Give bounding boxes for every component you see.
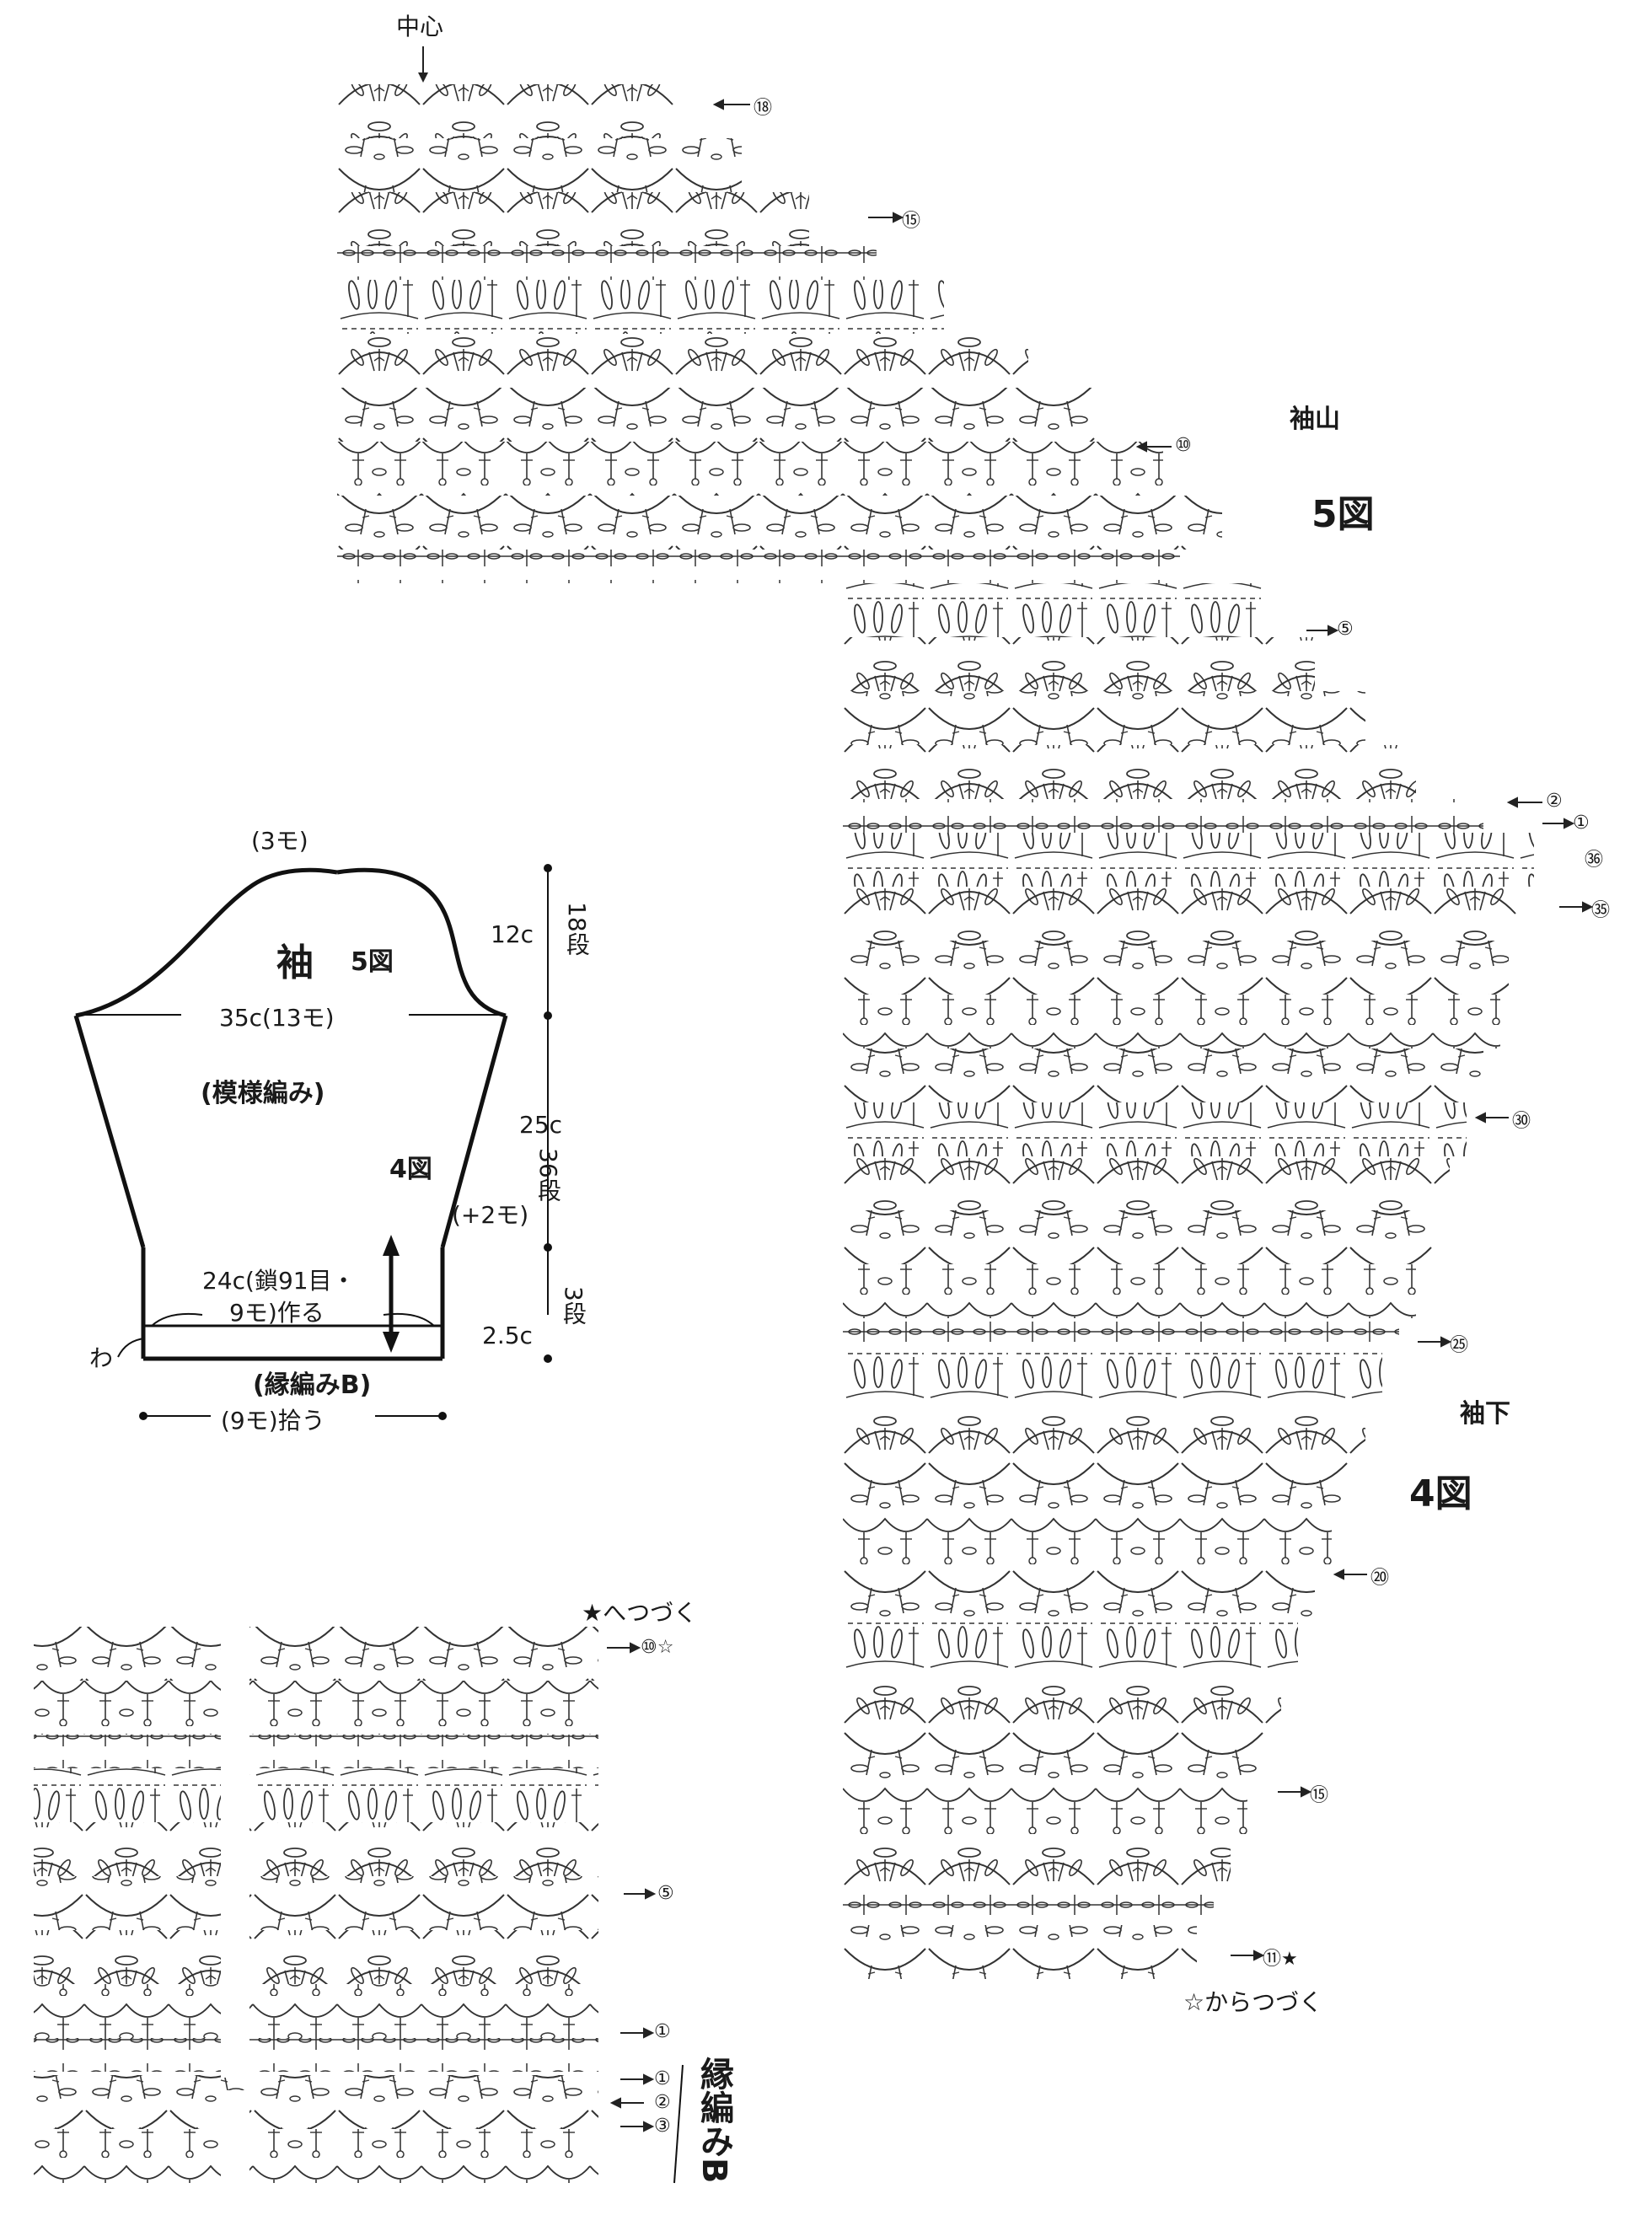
row-marker-2: ②	[1546, 791, 1563, 812]
border-b-label: 縁編みB	[695, 2057, 733, 2184]
row-marker-1: ①	[1573, 813, 1590, 834]
bottom-row-marker-10: ⑩☆	[641, 1637, 674, 1658]
sleeve-cap-label: 袖山	[1290, 405, 1340, 434]
border-height: 2.5c	[482, 1322, 533, 1349]
row-marker-11-star: ⑪★	[1263, 1949, 1298, 1970]
row-marker-25: ㉕	[1450, 1335, 1469, 1356]
row-marker-15b: ⑮	[1310, 1785, 1329, 1806]
underarm-figure: 4図	[1409, 1472, 1472, 1515]
ring-label: わ	[89, 1344, 114, 1372]
body-figure-ref: 4図	[389, 1155, 432, 1184]
continue-to-note: ★へつづく	[582, 1599, 698, 1627]
border-row-marker-1: ①	[654, 2068, 671, 2089]
cap-rows: 18段	[563, 902, 591, 956]
cap-height: 12c	[491, 920, 534, 948]
top-width-label: (3モ)	[251, 827, 308, 855]
body-rows: 36段	[534, 1148, 562, 1202]
row-marker-35: ㉟	[1591, 900, 1611, 921]
border-row-marker-2: ②	[654, 2092, 671, 2113]
cap-figure-ref: 5図	[351, 947, 394, 977]
row-marker-36: ㊱	[1585, 850, 1604, 871]
sleeve-schematic	[73, 864, 552, 1420]
pickup-label: (9モ)拾う	[221, 1407, 325, 1435]
sleeve-cap-figure: 5図	[1311, 493, 1375, 536]
sleeve-cap-chart	[337, 46, 1483, 833]
row-marker-arrows	[712, 99, 1594, 1961]
bottom-chart	[34, 1622, 684, 2184]
row-marker-10: ⑩	[1175, 435, 1192, 456]
border-row-marker-3: ③	[654, 2116, 671, 2137]
border-rows: 3段	[560, 1286, 587, 1325]
cast-on-line2: 9モ)作る	[229, 1299, 324, 1327]
cast-on-line1: 24c(鎖91目・	[202, 1267, 356, 1295]
border-label: (縁編みB)	[253, 1370, 372, 1400]
underarm-chart	[843, 833, 1534, 1979]
continue-from-note: ☆からつづく	[1183, 1988, 1323, 2016]
row-marker-5: ⑤	[1337, 619, 1354, 640]
row-marker-15: ⑮	[902, 211, 921, 232]
width-mid-label: 35c(13モ)	[219, 1004, 335, 1032]
bottom-row-marker-1: ①	[654, 2021, 671, 2042]
body-height: 25c	[519, 1111, 563, 1139]
row-marker-20: ⑳	[1370, 1568, 1390, 1589]
underarm-label: 袖下	[1460, 1399, 1510, 1429]
piece-name: 袖	[276, 941, 314, 984]
pattern-label: (模様編み)	[201, 1079, 325, 1108]
bottom-row-marker-5: ⑤	[657, 1883, 674, 1904]
row-marker-18: ⑱	[754, 98, 773, 119]
increase-label: (+2モ)	[452, 1201, 529, 1229]
row-marker-30: ㉚	[1512, 1111, 1531, 1132]
center-label: 中心	[396, 13, 444, 40]
